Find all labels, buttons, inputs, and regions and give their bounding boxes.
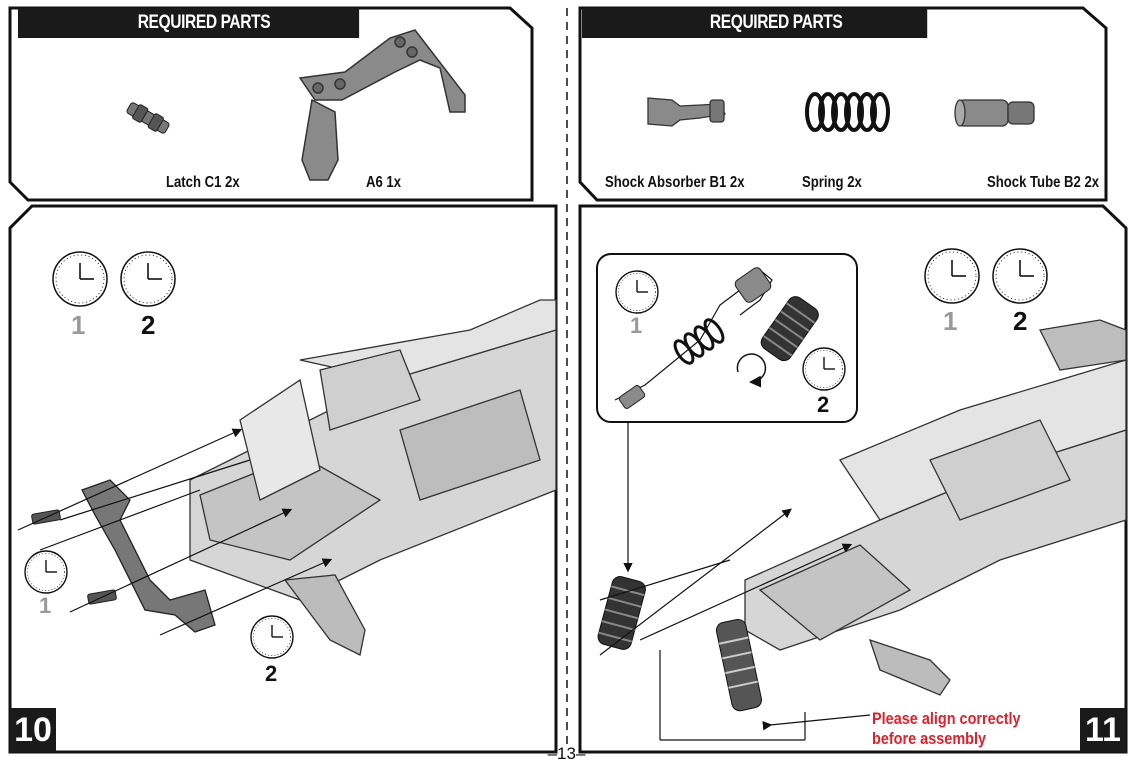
step10-frame bbox=[8, 204, 558, 754]
shock-absorber-b1-part bbox=[647, 97, 726, 127]
latch-c1-label: Latch C1 2x bbox=[166, 174, 240, 191]
left-parts-frame bbox=[8, 6, 534, 202]
align-note: Please align correctly before assembly bbox=[872, 709, 1021, 749]
clock-icon bbox=[992, 248, 1048, 304]
a6-part bbox=[298, 29, 466, 181]
step-number-11: 11 bbox=[1080, 708, 1126, 752]
clock-icon bbox=[250, 615, 294, 659]
timer-label: 2 bbox=[1013, 306, 1028, 336]
step10-chassis bbox=[189, 299, 557, 656]
right-parts-frame bbox=[578, 6, 1108, 202]
a6-label: A6 1x bbox=[366, 174, 402, 191]
clock-icon bbox=[802, 347, 846, 391]
step11-inset-frame bbox=[596, 253, 858, 423]
align-note-line2: before assembly bbox=[872, 729, 987, 748]
clock-icon bbox=[52, 251, 108, 307]
inset-shock-parts bbox=[614, 267, 819, 409]
step11-chassis bbox=[744, 319, 1127, 696]
left-parts-header: REQUIRED PARTS bbox=[18, 8, 360, 38]
step10-guide-lines bbox=[17, 428, 333, 636]
clock-icon bbox=[924, 248, 980, 304]
right-parts-header-text: REQUIRED PARTS bbox=[709, 12, 843, 33]
shock-tube-b2-label: Shock Tube B2 2x bbox=[987, 174, 1100, 191]
timer-label: 1 bbox=[39, 593, 52, 618]
page-number: –13– bbox=[547, 744, 586, 763]
spring-label: Spring 2x bbox=[802, 174, 862, 191]
timer-label: 2 bbox=[141, 310, 156, 340]
step11-guide-lines bbox=[599, 508, 871, 741]
shock-absorber-b1-label: Shock Absorber B1 2x bbox=[605, 174, 745, 191]
align-note-line1: Please align correctly bbox=[872, 709, 1021, 728]
step11-shocks bbox=[597, 576, 763, 712]
timer-label: 1 bbox=[71, 310, 86, 340]
clock-icon bbox=[120, 251, 176, 307]
step10-a6-bracket bbox=[81, 479, 216, 633]
clock-icon bbox=[615, 270, 659, 314]
timer-label: 2 bbox=[265, 661, 278, 686]
right-parts-header: REQUIRED PARTS bbox=[582, 8, 928, 38]
timer-label: 1 bbox=[630, 313, 643, 338]
shock-tube-b2-part bbox=[954, 99, 1035, 127]
timer-label: 2 bbox=[817, 392, 830, 417]
step-number-10: 10 bbox=[10, 708, 56, 752]
timer-label: 1 bbox=[943, 306, 958, 336]
latch-c1-part bbox=[126, 102, 170, 134]
spring-part bbox=[805, 92, 890, 132]
clock-icon bbox=[24, 550, 68, 594]
left-parts-header-text: REQUIRED PARTS bbox=[137, 12, 271, 33]
